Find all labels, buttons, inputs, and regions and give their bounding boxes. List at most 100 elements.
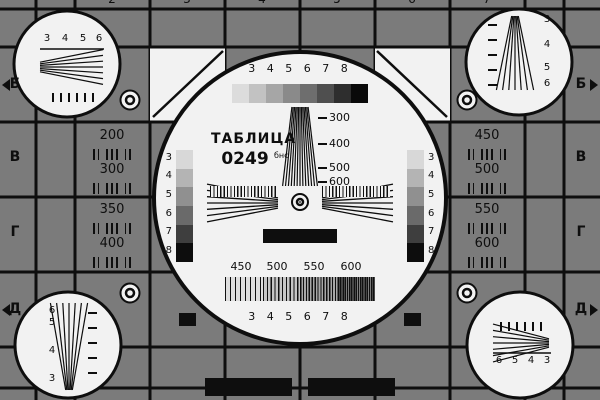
corner-bl-mark: 5 <box>48 317 56 328</box>
row-letter-left-g: Г <box>10 224 20 240</box>
corner-tick-marks <box>52 24 542 374</box>
right-strip-mark: 6 <box>428 208 435 219</box>
burst-550 <box>300 277 338 301</box>
right-panel-ticks <box>467 183 507 194</box>
burst-450 <box>225 277 263 301</box>
left-panel-ticks <box>92 183 132 194</box>
left-strip-mark: 7 <box>165 226 172 237</box>
left-panel-label-400: 400 <box>99 236 125 251</box>
corner-br-mark: 5 <box>511 355 519 366</box>
burst-600 <box>337 277 375 301</box>
top-edge-digit: 7 <box>482 0 492 5</box>
burst-mark-550: 550 <box>303 260 325 273</box>
right-strip-mark: 3 <box>428 152 435 163</box>
top-edge-digit: 3 <box>182 0 192 5</box>
wedge-mark-600: 600 <box>329 175 350 188</box>
burst-500 <box>262 277 300 301</box>
corner-tl-mark: 6 <box>95 33 103 44</box>
top-left-corner-fan <box>39 49 104 85</box>
left-strip-mark: 8 <box>165 245 172 256</box>
left-strip-mark: 4 <box>165 170 172 181</box>
row-letter-right-b: Б <box>575 76 587 92</box>
right-grayscale-strip <box>407 150 424 263</box>
burst-mark-450: 450 <box>230 260 252 273</box>
corner-bl-mark: 6 <box>48 305 56 316</box>
left-panel-label-200: 200 <box>99 128 125 143</box>
corner-tr-mark: 5 <box>543 62 551 73</box>
left-strip-mark: 5 <box>165 189 172 200</box>
row-letter-left-d: Д <box>8 301 22 317</box>
row-letter-right-g: Г <box>576 224 586 240</box>
burst-mark-500: 500 <box>266 260 288 273</box>
right-strip-mark: 7 <box>428 226 435 237</box>
left-panel-ticks <box>92 257 132 268</box>
bottom-left-black-bar <box>205 378 292 396</box>
right-arrow-d-icon <box>590 304 598 316</box>
top-edge-digit: 2 <box>107 0 117 5</box>
left-panel-label-350: 350 <box>99 202 125 217</box>
reference-bars <box>179 229 421 396</box>
corner-tl-mark: 3 <box>43 33 51 44</box>
corner-tr-mark: 4 <box>543 39 551 50</box>
right-panel-ticks <box>467 149 507 160</box>
top-grayscale-numbers: 3 4 5 6 7 8 <box>248 62 352 75</box>
corner-tr-mark: 6 <box>543 78 551 89</box>
left-panel-label-300: 300 <box>99 162 125 177</box>
left-arrow-b-icon <box>2 79 10 91</box>
row-letter-right-d: Д <box>574 301 588 317</box>
left-arrow-d-icon <box>2 304 10 316</box>
corner-tl-mark: 4 <box>61 33 69 44</box>
left-panel-ticks <box>92 149 132 160</box>
bottom-right-corner-fan <box>492 323 550 363</box>
left-panel-ticks <box>92 223 132 234</box>
right-panel-ticks <box>467 223 507 234</box>
top-grayscale-bar <box>232 84 368 103</box>
corner-bl-mark: 4 <box>48 345 56 356</box>
top-right-corner-fan <box>495 15 535 91</box>
corner-circle-bottom-right <box>465 290 575 400</box>
wedge-scale-ticks <box>318 117 327 183</box>
right-panel-label-450: 450 <box>474 128 500 143</box>
wedge-mark-400: 400 <box>329 137 350 150</box>
top-edge-digit: 4 <box>257 0 267 5</box>
burst-mark-600: 600 <box>340 260 362 273</box>
right-strip-mark: 8 <box>428 245 435 256</box>
corner-tr-mark: 3 <box>543 14 551 25</box>
left-strip-mark: 3 <box>165 152 172 163</box>
center-target <box>291 193 309 211</box>
corner-br-mark: 3 <box>543 355 551 366</box>
center-black-bar <box>263 229 337 243</box>
bottom-left-corner-fan <box>49 302 89 391</box>
vertical-resolution-wedge <box>282 106 318 187</box>
right-panel-ticks <box>467 257 507 268</box>
corner-br-mark: 6 <box>495 355 503 366</box>
right-panel-label-600: 600 <box>474 236 500 251</box>
corner-tl-mark: 5 <box>79 33 87 44</box>
convergence-targets <box>119 89 478 304</box>
diagonal-boxes <box>150 48 450 121</box>
corner-br-mark: 4 <box>527 355 535 366</box>
wedge-mark-300: 300 <box>329 111 350 124</box>
right-arrow-b-icon <box>590 79 598 91</box>
card-code-suffix: бнс <box>274 151 289 160</box>
corner-circle-bottom-left <box>13 290 123 400</box>
right-panel-label-500: 500 <box>474 162 500 177</box>
right-grating <box>322 186 390 197</box>
row-letter-left-v: В <box>9 149 21 165</box>
card-code: 0249 <box>221 149 269 169</box>
wedge-mark-500: 500 <box>329 161 350 174</box>
corner-bl-mark: 3 <box>48 373 56 384</box>
bottom-right-black-bar <box>308 378 395 396</box>
bottom-grayscale-numbers: 3 4 5 6 7 8 <box>248 310 352 323</box>
row-letter-left-b: Б <box>9 76 21 92</box>
left-grayscale-strip <box>176 150 193 263</box>
left-black-square <box>179 313 196 326</box>
right-panel-label-550: 550 <box>474 202 500 217</box>
edge-arrows <box>2 79 598 316</box>
top-edge-digit: 6 <box>407 0 417 5</box>
frequency-burst-bar <box>225 277 375 301</box>
right-black-square <box>404 313 421 326</box>
top-edge-digit: 5 <box>332 0 342 5</box>
